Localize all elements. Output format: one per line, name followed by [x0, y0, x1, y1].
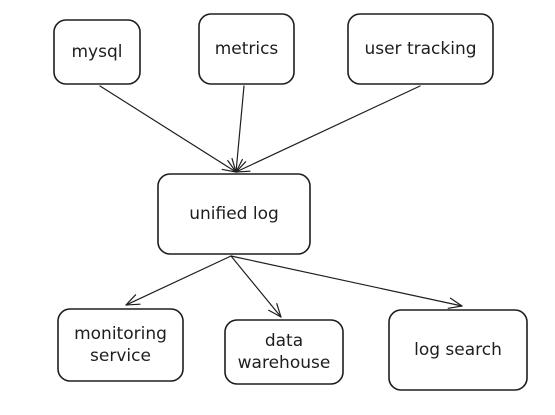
node-user-tracking: user tracking — [347, 13, 494, 85]
node-box — [53, 19, 141, 85]
node-label: service — [90, 346, 151, 366]
edge-unified-log-to-monitoring-service — [125, 255, 232, 306]
node-box — [157, 173, 311, 255]
node-metrics: metrics — [198, 13, 295, 85]
arrowhead — [447, 297, 463, 309]
arrowhead — [125, 294, 141, 306]
node-label: mysql — [72, 42, 123, 62]
edge-unified-log-to-log-search — [230, 255, 463, 309]
edge-metrics-to-unified-log — [231, 85, 245, 173]
edge-line — [125, 255, 232, 306]
edge-line — [230, 255, 463, 307]
arrowhead — [268, 303, 282, 318]
node-label: log search — [414, 340, 502, 360]
edge-line — [235, 85, 421, 173]
arrowhead — [235, 161, 251, 173]
node-label: metrics — [215, 39, 279, 59]
node-label: warehouse — [238, 353, 331, 373]
edge-line — [230, 255, 282, 318]
node-box — [198, 13, 295, 85]
node-label: unified log — [189, 204, 279, 224]
edges — [99, 85, 463, 318]
node-box — [57, 308, 184, 382]
nodes: mysql metrics user tracking unified log moni… — [53, 13, 528, 391]
edge-user-tracking-to-unified-log — [235, 85, 421, 173]
node-log-search: log search — [388, 309, 528, 391]
node-box — [224, 319, 344, 385]
node-label: user tracking — [364, 39, 476, 59]
edge-line — [235, 85, 245, 173]
edge-line — [99, 85, 237, 173]
node-mysql: mysql — [53, 19, 141, 85]
node-box — [347, 13, 494, 85]
node-unified-log: unified log — [157, 173, 311, 255]
node-box — [388, 309, 528, 391]
node-label: data — [265, 331, 303, 351]
edge-unified-log-to-data-warehouse — [230, 255, 282, 318]
node-label: monitoring — [74, 324, 167, 344]
edge-mysql-to-unified-log — [99, 85, 237, 173]
